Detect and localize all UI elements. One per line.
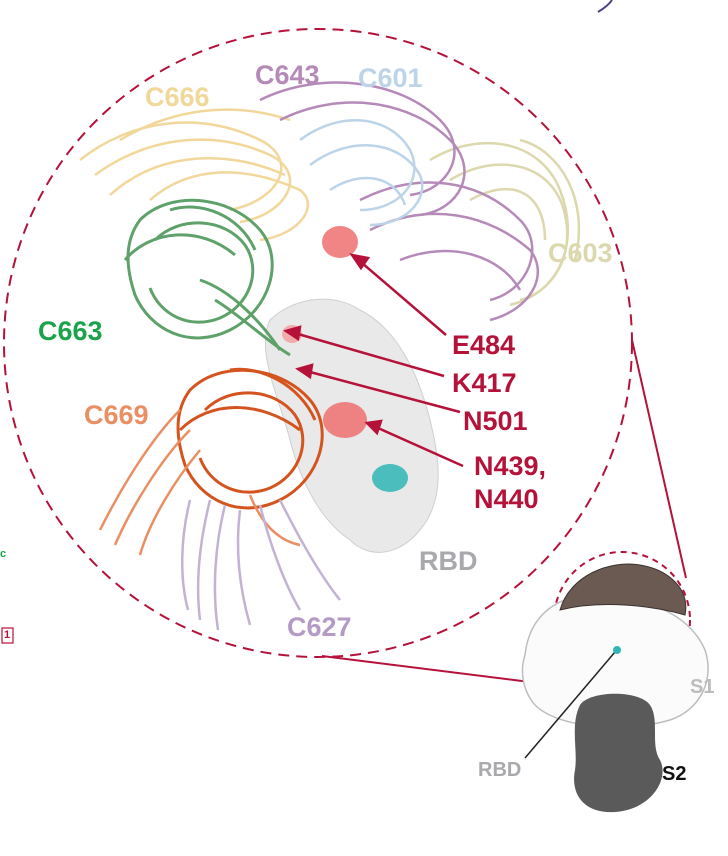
residue-arrows [283,253,464,468]
label-c666: C666 [145,82,210,112]
label-c669: C669 [84,400,149,430]
inset-rbd-dot [613,646,621,654]
zoom-circle [3,28,633,658]
antibody-c666-ribbons [79,108,310,242]
label-n440: N440 [474,484,539,514]
label-c627: C627 [287,612,352,642]
edge-fragment-1: 1 [4,629,11,641]
zoom-connector-top [631,339,687,579]
zoom-connector-bottom [321,655,563,687]
antibody-c669-light-ribbons [98,409,301,556]
edge-fragment-c: c [0,548,7,560]
edge-curve [597,0,613,13]
s2-shape [574,693,663,813]
label-n439: N439, [474,451,547,481]
label-n501: N501 [463,406,528,436]
antibody-c663-ribbons [123,198,291,357]
label-c601: C601 [358,63,423,93]
antibody-c627-ribbons [180,499,341,631]
ace2-patch [372,464,408,492]
inset-rbd-pointer [524,651,616,759]
antibody-c669-ribbons [176,367,324,510]
label-c643: C643 [255,60,320,90]
label-s2: S2 [662,763,687,785]
label-s1: S1 [690,676,715,698]
antibody-c643-ribbons [259,81,540,322]
epitope-patch-e484 [322,226,358,258]
label-rbd-zoom: RBD [419,546,478,576]
epitope-patch-n439 [323,402,367,438]
antibody-c601-ribbons [299,119,424,227]
label-e484: E484 [452,330,516,360]
label-c663: C663 [38,316,103,346]
label-rbd-inset: RBD [478,759,522,781]
label-k417: K417 [452,368,517,398]
inset-antibody-cluster [559,563,687,616]
edge-box [1,627,14,644]
label-c603: C603 [548,238,613,268]
